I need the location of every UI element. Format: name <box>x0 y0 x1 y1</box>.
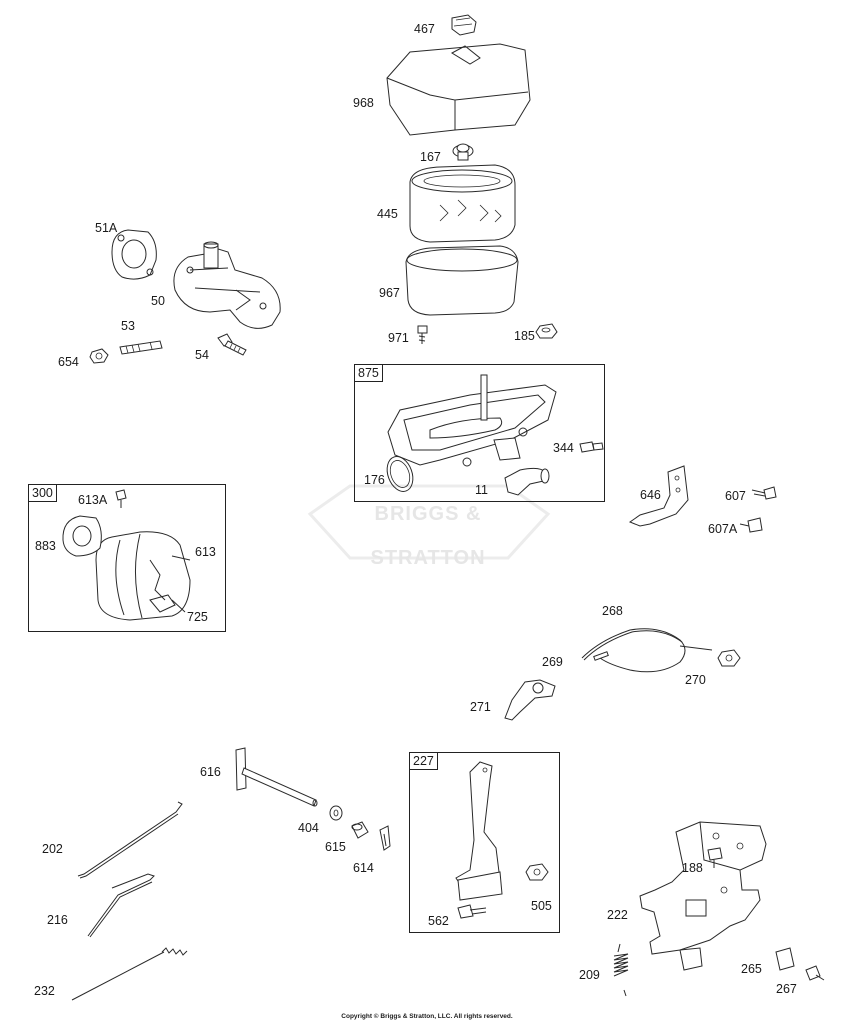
callout-967: 967 <box>379 286 400 300</box>
assembly-tag-227: 227 <box>410 753 438 770</box>
callout-646: 646 <box>640 488 661 502</box>
part-188-screw <box>707 847 723 868</box>
watermark-text: BRIGGS & STRATTON <box>370 503 486 569</box>
callout-467: 467 <box>414 22 435 36</box>
part-176-oring <box>386 456 414 492</box>
part-613A-screw <box>115 489 127 508</box>
leader-lines <box>171 555 191 613</box>
part-505-nut <box>525 863 549 881</box>
callout-202: 202 <box>42 842 63 856</box>
callout-270: 270 <box>685 673 706 687</box>
part-222-control-bracket <box>639 821 767 971</box>
part-445-filter <box>409 164 516 243</box>
callout-654: 654 <box>58 355 79 369</box>
part-185-nut <box>535 323 558 339</box>
callout-404: 404 <box>298 821 319 835</box>
part-562-screw <box>457 904 487 919</box>
part-54-screw <box>217 333 247 356</box>
part-607A-screw <box>739 517 763 533</box>
callout-51A: 51A <box>95 221 118 235</box>
part-404-washer <box>329 805 343 821</box>
callout-167: 167 <box>420 150 441 164</box>
callout-11: 11 <box>475 483 488 497</box>
assembly-box-227: 227 <box>409 752 560 933</box>
part-51A-gasket <box>111 229 157 280</box>
part-971-screw <box>417 325 428 344</box>
callout-614: 614 <box>353 861 374 875</box>
part-167-grommet <box>452 143 474 161</box>
part-270-nut <box>717 649 741 667</box>
callout-505: 505 <box>531 899 552 913</box>
part-227-governor-lever <box>455 761 503 901</box>
copyright-notice: Copyright © Briggs & Stratton, LLC. All … <box>341 1013 513 1020</box>
callout-607A: 607A <box>708 522 738 536</box>
callout-265: 265 <box>741 962 762 976</box>
part-615-bushing <box>351 821 369 839</box>
callout-725: 725 <box>187 610 208 624</box>
callout-615: 615 <box>325 840 346 854</box>
callout-232: 232 <box>34 984 55 998</box>
part-209-spring <box>613 943 629 997</box>
callout-616: 616 <box>200 765 221 779</box>
part-300-muffler <box>62 515 191 621</box>
callout-269: 269 <box>542 655 563 669</box>
callout-53: 53 <box>121 319 135 333</box>
part-267-screw <box>805 965 825 981</box>
callout-176: 176 <box>364 473 385 487</box>
callout-267: 267 <box>776 982 797 996</box>
assembly-box-300: 300 <box>28 484 226 632</box>
callout-562: 562 <box>428 914 449 928</box>
callout-268: 268 <box>602 604 623 618</box>
part-53-stud <box>119 340 163 355</box>
callout-216: 216 <box>47 913 68 927</box>
callout-883: 883 <box>35 539 56 553</box>
callout-222: 222 <box>607 908 628 922</box>
part-614-clip <box>379 825 391 851</box>
part-616-shaft <box>235 747 318 807</box>
callout-271: 271 <box>470 700 491 714</box>
watermark-shield <box>307 484 551 560</box>
callout-209: 209 <box>579 968 600 982</box>
part-232-spring <box>71 947 188 1001</box>
callout-607: 607 <box>725 489 746 503</box>
part-968-cover <box>386 43 531 136</box>
callout-188: 188 <box>682 861 703 875</box>
part-875-base <box>387 374 557 496</box>
part-216-link <box>87 873 155 938</box>
assembly-tag-300: 300 <box>29 485 57 502</box>
assembly-tag-875: 875 <box>355 365 383 382</box>
part-265-clip <box>775 947 795 971</box>
part-467-knob <box>451 14 477 36</box>
part-271-lever <box>504 679 556 721</box>
callout-185: 185 <box>514 329 535 343</box>
callout-50: 50 <box>151 294 165 308</box>
assembly-box-875: 875 <box>354 364 605 502</box>
part-344-screw <box>579 441 604 453</box>
callout-344: 344 <box>553 441 574 455</box>
callout-613A: 613A <box>78 493 108 507</box>
part-202-link <box>77 801 183 879</box>
part-50-elbow <box>173 241 281 329</box>
part-646-bracket <box>628 465 689 527</box>
part-268-cable <box>581 628 713 673</box>
callout-54: 54 <box>195 348 209 362</box>
callout-971: 971 <box>388 331 409 345</box>
callout-968: 968 <box>353 96 374 110</box>
part-607-screw <box>751 486 777 500</box>
callout-445: 445 <box>377 207 398 221</box>
part-967-precleaner <box>405 245 519 316</box>
callout-613: 613 <box>195 545 216 559</box>
part-654-nut <box>89 348 109 364</box>
